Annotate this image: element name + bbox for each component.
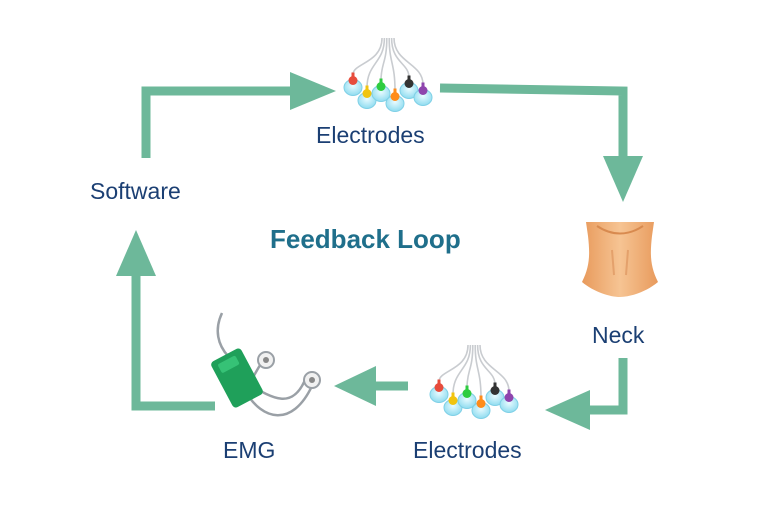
neck-icon	[582, 222, 658, 297]
electrodes-top-illustration	[343, 37, 433, 112]
arrow-neck-to-electrodes	[585, 358, 628, 415]
emg-device-icon	[211, 312, 321, 417]
node-label-neck: Neck	[592, 322, 645, 348]
arrow-emg-to-software	[131, 272, 215, 411]
electrode-clip-stem	[493, 382, 497, 391]
electrode-wire	[390, 37, 410, 78]
electrode-wire	[393, 37, 424, 85]
electrode-clip-stem	[479, 395, 483, 404]
electrodes-bottom-illustration	[429, 344, 519, 419]
electrode-wire	[438, 344, 469, 382]
electrode-wire	[366, 37, 386, 88]
electrode-clip-stem	[437, 379, 441, 388]
electrode-wire	[452, 344, 472, 395]
electrode-wire	[479, 344, 510, 392]
arrowhead-left-bottom	[545, 390, 590, 430]
electrode-clip-stem	[365, 85, 369, 94]
electrode-wire	[466, 344, 474, 388]
electrode-wire	[380, 37, 388, 81]
arrowhead-up-software	[116, 230, 156, 276]
arrowhead-down-neck	[603, 156, 643, 202]
node-label-electrodes-top: Electrodes	[316, 122, 425, 148]
arrowhead-left-emg	[334, 366, 376, 406]
electrode-wire	[388, 37, 396, 91]
node-label-emg: EMG	[223, 437, 276, 463]
electrode-clip-stem	[507, 389, 511, 398]
electrode-clip-stem	[465, 385, 469, 394]
electrode-clip-stem	[393, 88, 397, 97]
electrode-clip-stem	[451, 392, 455, 401]
loop-arrows	[116, 72, 643, 430]
node-label-software: Software	[90, 178, 181, 204]
electrode-clip-stem	[351, 72, 355, 81]
electrode-wire	[474, 344, 482, 398]
diagram-title: Feedback Loop	[270, 224, 461, 254]
electrode-clip-stem	[421, 82, 425, 91]
arrow-electrodes-to-neck	[439, 83, 628, 160]
electrode-clip-stem	[379, 78, 383, 87]
electrode-wire	[476, 344, 496, 385]
arrow-software-to-electrodes	[141, 86, 295, 158]
arrowhead-right-top	[290, 72, 336, 110]
electrode-wire	[352, 37, 383, 75]
node-label-electrodes-bottom: Electrodes	[413, 437, 522, 463]
electrode-clip-stem	[407, 75, 411, 84]
